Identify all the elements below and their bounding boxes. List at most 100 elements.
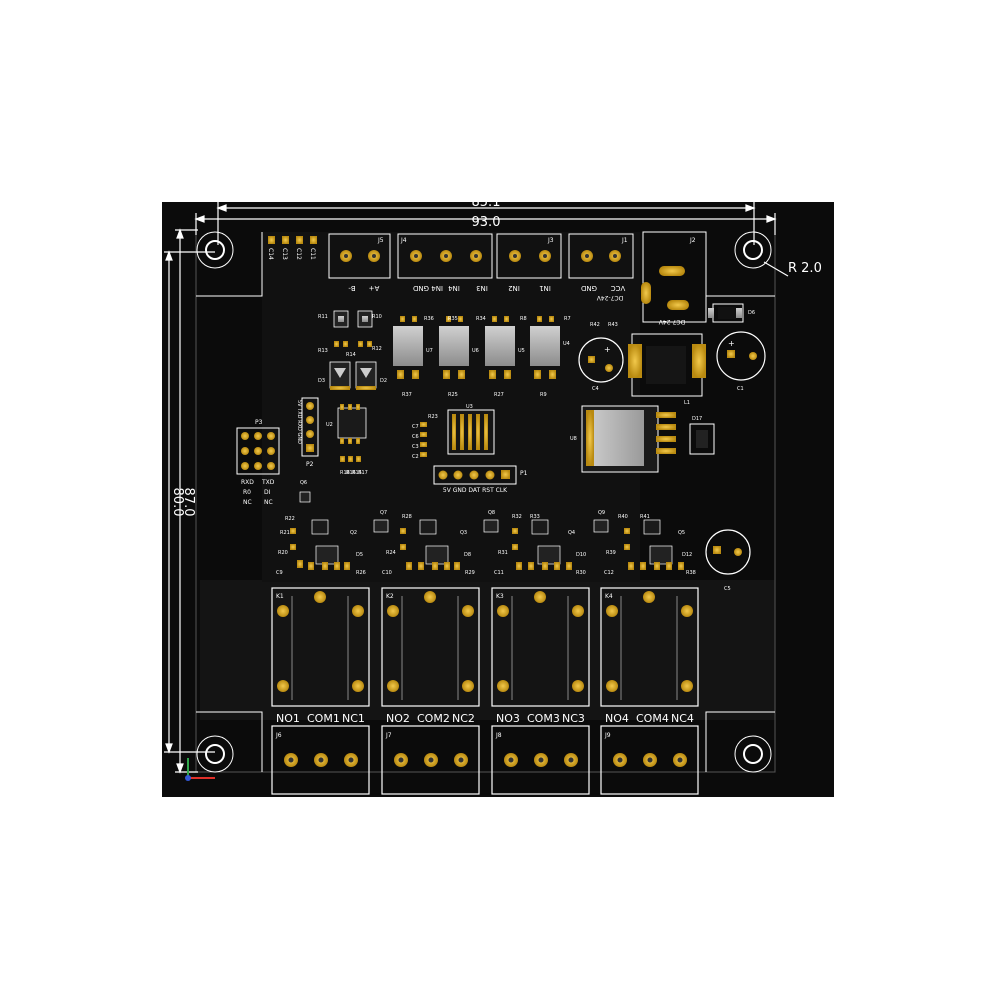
refdes-d10: D10 <box>576 552 586 558</box>
svg-text:NC3: NC3 <box>562 712 585 725</box>
svg-text:NC: NC <box>243 499 252 506</box>
relay-drivers <box>290 491 751 575</box>
buck-module-u8 <box>581 405 715 473</box>
refdes-q7: Q7 <box>380 510 387 516</box>
refdes-r41: R41 <box>640 514 650 520</box>
refdes-d17: D17 <box>692 416 702 422</box>
svg-text:J4: J4 <box>400 237 407 244</box>
refdes-u5: U5 <box>518 348 525 354</box>
refdes-u6: U6 <box>472 348 479 354</box>
top-connector-labels: B- A+ IN4 GND IN4 IN3 IN2 IN1 GND VCC DC… <box>348 284 685 325</box>
svg-text:P2: P2 <box>306 461 314 468</box>
refdes-c11: C11 <box>494 570 504 576</box>
svg-text:C14: C14 <box>267 248 274 260</box>
header-p1: 5V GND DAT RST CLK P1 <box>433 465 528 494</box>
input-protection-parts <box>329 310 377 390</box>
dim-left-inner: 80.0 <box>170 488 185 517</box>
power-section: + + <box>578 303 766 397</box>
svg-text:J3: J3 <box>547 237 554 244</box>
refdes-r25: R25 <box>448 392 458 398</box>
board-outline-silk <box>195 233 776 773</box>
refdes-d6: D6 <box>748 310 755 316</box>
refdes-r9: R9 <box>540 392 547 398</box>
refdes-c2: C2 <box>412 454 419 460</box>
optocouplers <box>393 316 560 379</box>
svg-text:K1: K1 <box>276 593 284 600</box>
refdes-r31: R31 <box>498 550 508 556</box>
svg-text:5V TXD RXD GND: 5V TXD RXD GND <box>296 400 302 444</box>
refdes-c12: C12 <box>604 570 614 576</box>
origin-axis-icon <box>185 758 215 781</box>
svg-text:IN4: IN4 <box>448 284 460 292</box>
refdes-r16: R16 <box>346 470 356 476</box>
connector-j3: J3 <box>496 233 562 279</box>
refdes-r22: R22 <box>285 516 295 522</box>
svg-text:J1: J1 <box>621 237 628 244</box>
svg-text:IN4 GND: IN4 GND <box>413 284 443 292</box>
svg-text:P1: P1 <box>520 470 528 477</box>
svg-text:IN3: IN3 <box>476 284 488 292</box>
mounting-holes <box>196 231 772 773</box>
svg-text:DI: DI <box>264 489 271 496</box>
refdes-r38: R38 <box>686 570 696 576</box>
refdes-r40: R40 <box>618 514 628 520</box>
svg-text:IN1: IN1 <box>539 284 551 292</box>
svg-text:NC2: NC2 <box>452 712 475 725</box>
pcb-lower-zone <box>200 580 775 720</box>
svg-text:DC7-24V: DC7-24V <box>658 318 685 325</box>
refdes-u2: U2 <box>326 422 333 428</box>
refdes-r13: R13 <box>318 348 328 354</box>
refdes-c9: C9 <box>276 570 283 576</box>
refdes-r33: R33 <box>530 514 540 520</box>
refdes-r18: R18 <box>340 470 350 476</box>
svg-text:NC4: NC4 <box>671 712 694 725</box>
svg-text:COM3: COM3 <box>527 712 560 725</box>
refdes-r43: R43 <box>608 322 618 328</box>
refdes-r8: R8 <box>520 316 527 322</box>
refdes-r34: R34 <box>476 316 486 322</box>
relay-k1: K1 NO1 COM1 NC1 J6 <box>271 587 370 795</box>
refdes-r36: R36 <box>424 316 434 322</box>
refdes-d12: D12 <box>682 552 692 558</box>
refdes-c10: C10 <box>382 570 392 576</box>
refdes-q3: Q3 <box>460 530 467 536</box>
svg-text:J9: J9 <box>604 732 611 739</box>
refdes-r12: R12 <box>372 346 382 352</box>
svg-text:5V GND DAT RST CLK: 5V GND DAT RST CLK <box>443 487 508 494</box>
header-p3: P3 RXD TXD R0 DI NC NC <box>236 419 280 506</box>
svg-text:DC7-24V: DC7-24V <box>596 294 623 301</box>
svg-text:+: + <box>728 339 735 348</box>
refdes-d3: D3 <box>318 378 325 384</box>
refdes-r32: R32 <box>512 514 522 520</box>
svg-text:NC: NC <box>264 499 273 506</box>
refdes-c7: C7 <box>412 424 419 430</box>
refdes-r20: R20 <box>278 550 288 556</box>
svg-text:NO1: NO1 <box>276 712 300 725</box>
svg-text:IN2: IN2 <box>508 284 520 292</box>
svg-text:NO4: NO4 <box>605 712 629 725</box>
dim-top-inner: 85.1 <box>472 195 501 210</box>
refdes-r28: R28 <box>402 514 412 520</box>
svg-text:K2: K2 <box>386 593 394 600</box>
relay-k4: K4 NO4 COM4 NC4 J9 <box>600 587 699 795</box>
refdes-q9: Q9 <box>598 510 605 516</box>
refdes-r39: R39 <box>606 550 616 556</box>
refdes-r7: R7 <box>564 316 571 322</box>
refdes-u4: U4 <box>563 341 570 347</box>
svg-text:K4: K4 <box>605 593 613 600</box>
svg-text:NO3: NO3 <box>496 712 520 725</box>
refdes-u3: U3 <box>466 404 473 410</box>
refdes-l1: L1 <box>684 400 690 406</box>
dim-left-outer: 87.0 <box>181 488 196 517</box>
refdes-q8: Q8 <box>488 510 495 516</box>
refdes-c5: C5 <box>724 586 731 592</box>
refdes-r11: R11 <box>318 314 328 320</box>
refdes-r42: R42 <box>590 322 600 328</box>
svg-text:TXD: TXD <box>261 479 275 486</box>
refdes-c4: C4 <box>592 386 599 392</box>
refdes-d2: D2 <box>380 378 387 384</box>
refdes-r35: R35 <box>448 316 458 322</box>
connector-j5: J5 <box>328 233 391 279</box>
